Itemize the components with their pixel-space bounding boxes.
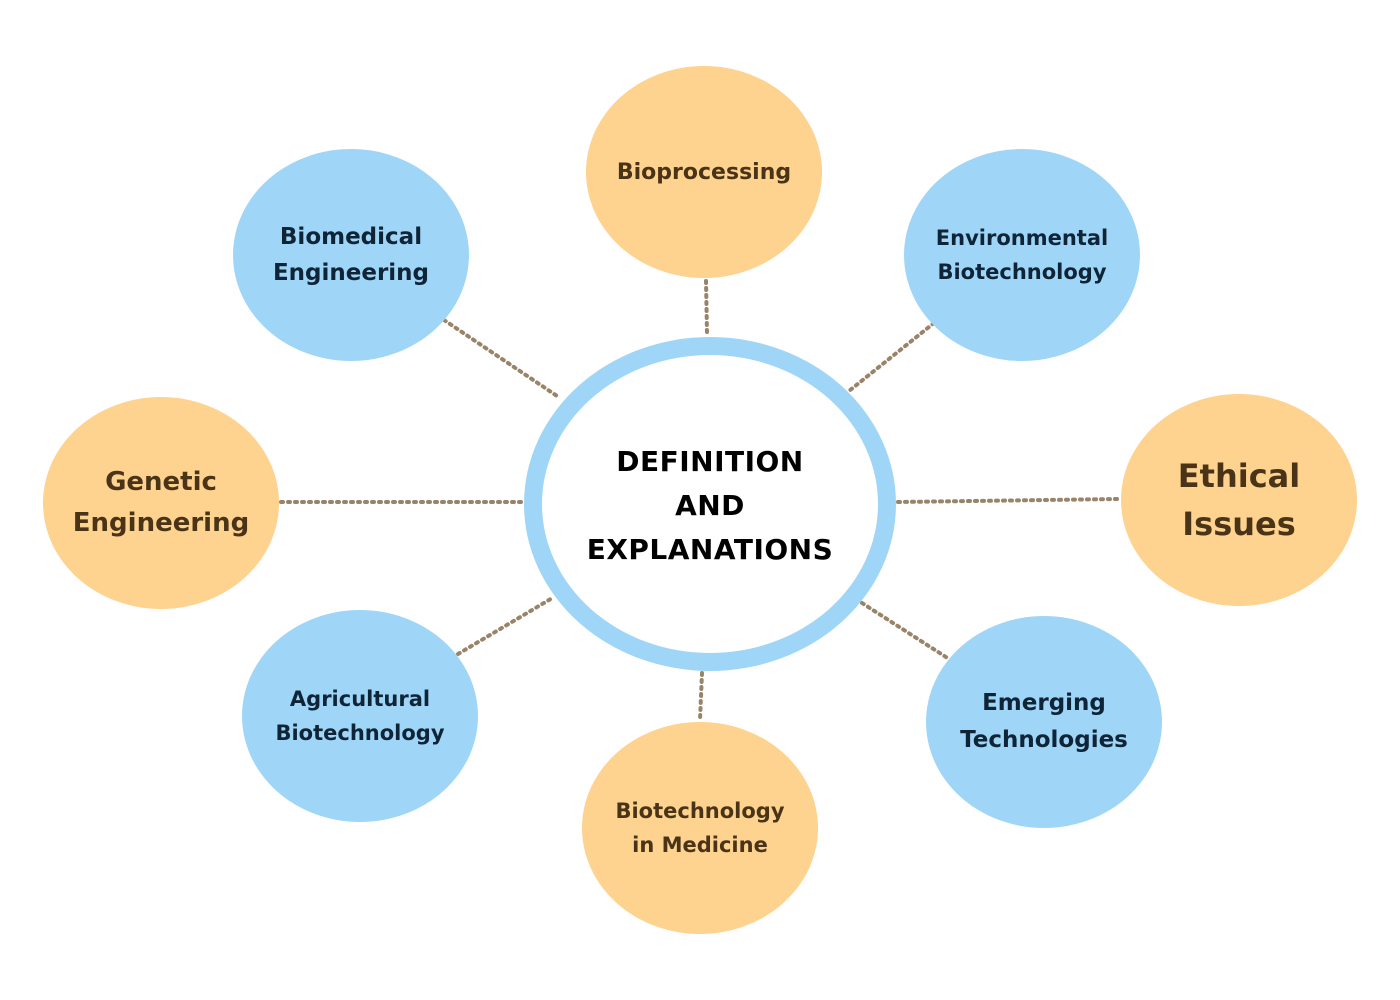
node-genetic-engineering: Genetic Engineering: [43, 397, 279, 609]
node-bioprocessing: Bioprocessing: [586, 66, 822, 278]
connector-biomedical: [442, 318, 562, 400]
node-emerging-technologies: Emerging Technologies: [926, 616, 1162, 828]
node-label: Biomedical Engineering: [272, 224, 430, 286]
node-label: Emerging Technologies: [960, 690, 1128, 753]
node-biomedical-engineering: Biomedical Engineering: [233, 149, 469, 361]
node-label: Genetic Engineering: [72, 467, 250, 538]
node-ethical-issues: Ethical Issues: [1121, 394, 1357, 606]
node-agricultural-biotechnology: Agricultural Biotechnology: [242, 610, 478, 822]
node-label: Agricultural Biotechnology: [275, 687, 445, 745]
node-biotechnology-in-medicine: Biotechnology in Medicine: [582, 722, 818, 934]
connector-ethical: [896, 497, 1121, 504]
connector-environmental: [847, 321, 936, 393]
center-node: DEFINITION AND EXPLANATIONS: [524, 337, 896, 671]
center-label: DEFINITION AND EXPLANATIONS: [586, 445, 834, 566]
node-label: Ethical Issues: [1177, 457, 1301, 543]
node-environmental-biotechnology: Environmental Biotechnology: [904, 149, 1140, 361]
connector-agricultural: [456, 595, 556, 656]
node-label: Bioprocessing: [616, 159, 792, 185]
connector-bioprocessing: [704, 279, 709, 335]
connector-emerging: [860, 601, 951, 661]
node-label: Environmental Biotechnology: [935, 226, 1109, 284]
node-label: Biotechnology in Medicine: [615, 799, 785, 857]
connector-medicine: [698, 671, 704, 722]
